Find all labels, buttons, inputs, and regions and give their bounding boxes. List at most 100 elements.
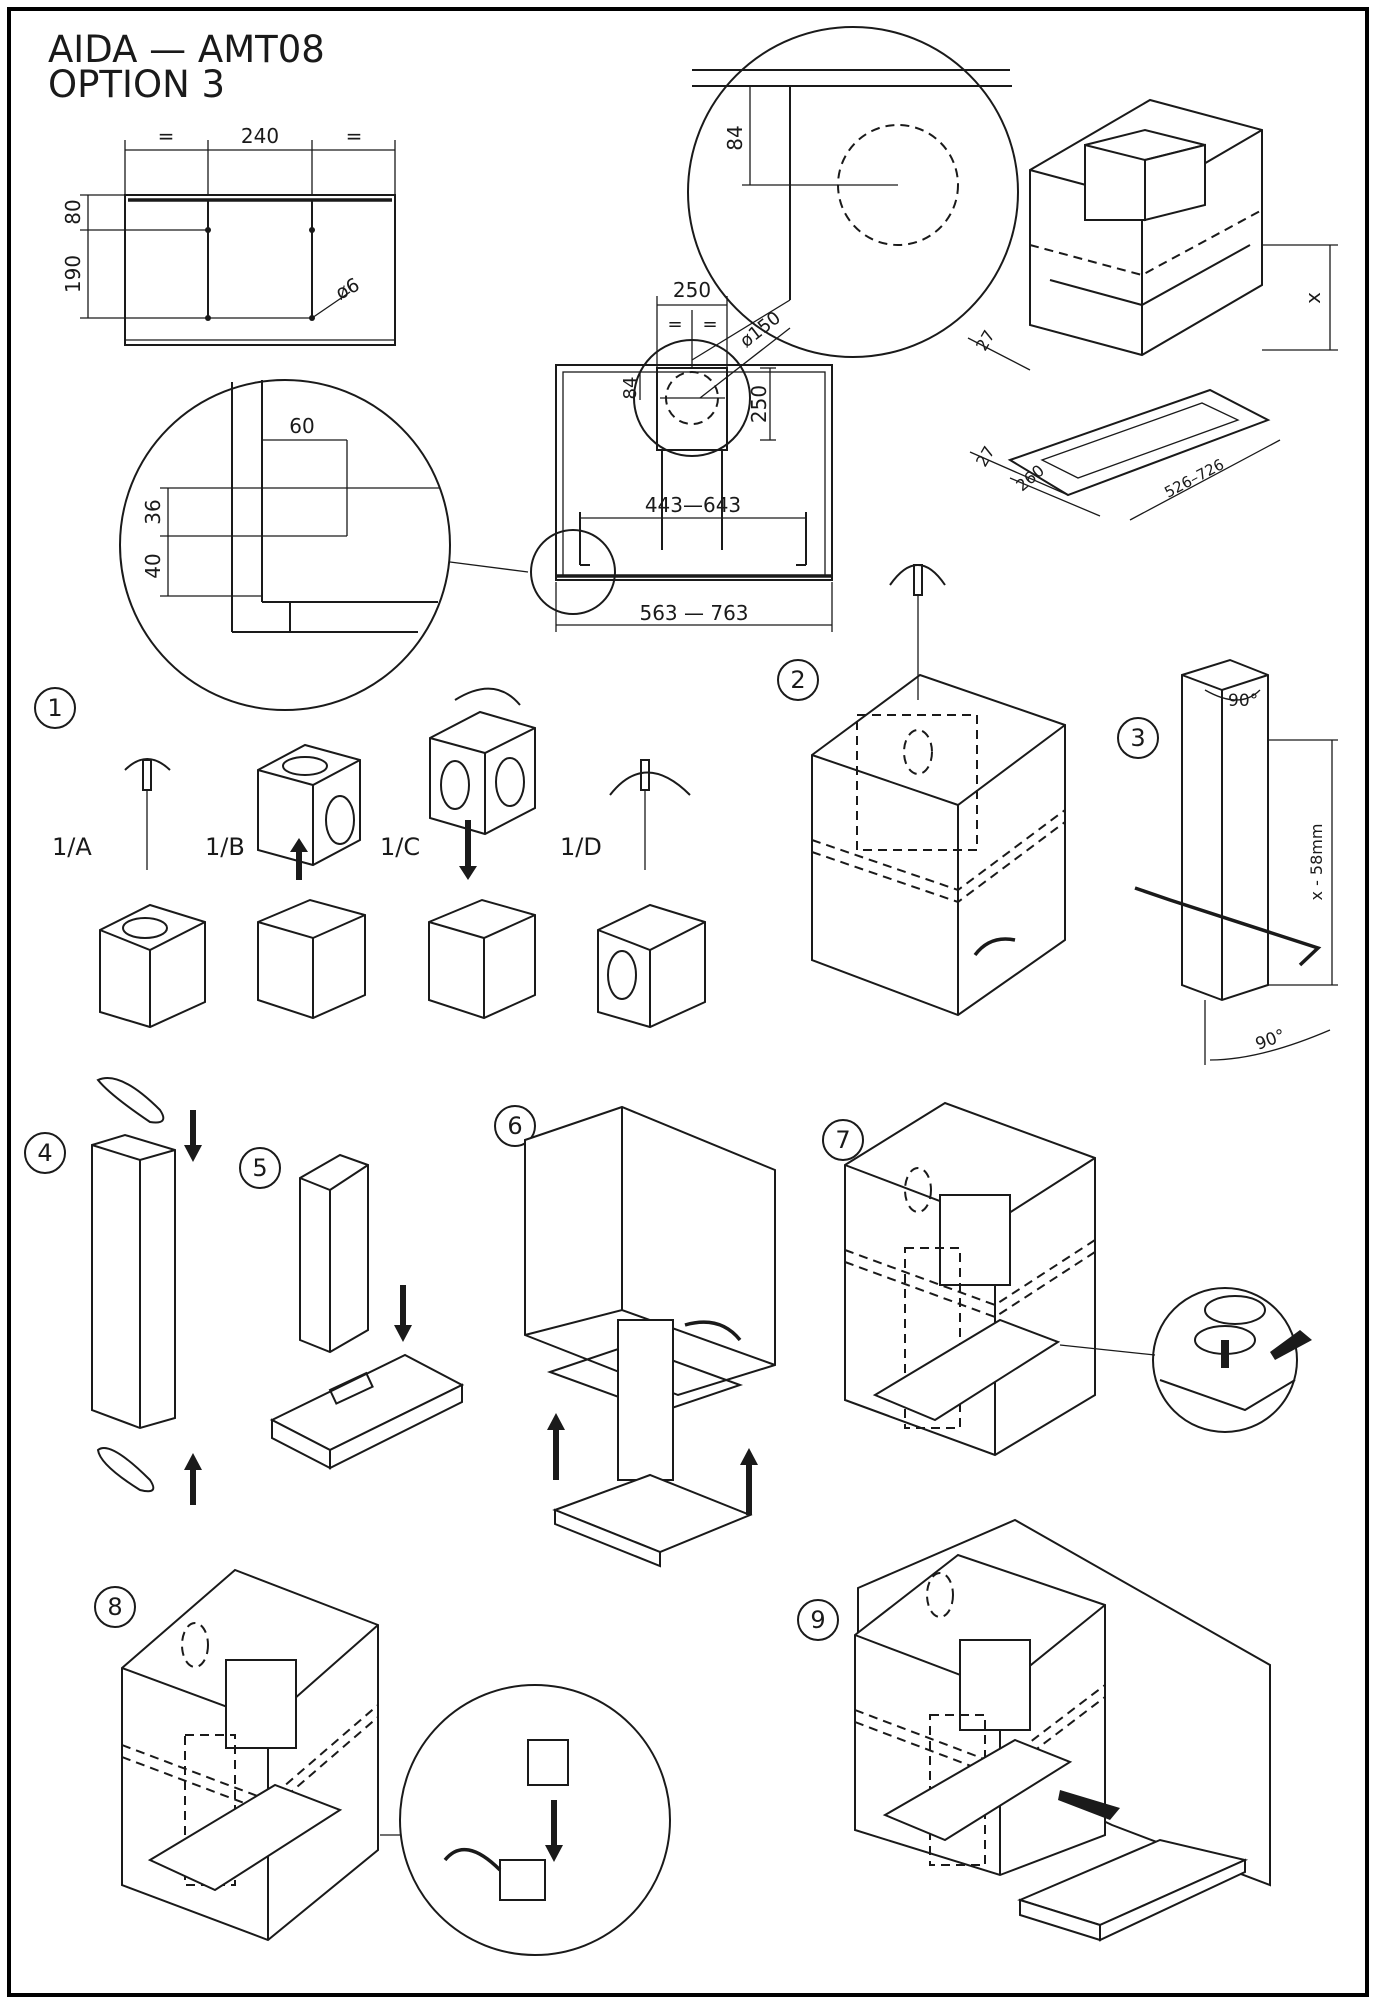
dim-526-726: 526–726 [1161,455,1227,501]
dim-equal-right: = [346,124,363,148]
step-3-number: 3 [1130,724,1145,752]
step-2-number: 2 [790,666,805,694]
detail-callout [399,1684,671,1956]
connector-icon [499,1859,546,1901]
step-1d-label: 1/D [560,833,602,861]
detail-circle-corner: 60 36 40 [119,379,529,711]
mounting-plate-diagram: = 240 = 80 190 ø6 [61,124,396,346]
step-5-number: 5 [252,1154,267,1182]
step-6-number: 6 [507,1112,522,1140]
cabinet-front [555,364,833,581]
front-view-diagram: 250 = = ø150 84 250 443—643 563 — 763 [530,278,833,632]
dim-equal-left: = [158,124,175,148]
hood-body [552,1473,753,1554]
detail-circle-duct: 84 [687,26,1019,361]
step-4-number: 4 [37,1139,52,1167]
rotate-arrow-icon [454,687,521,706]
clip-icon [96,1077,165,1124]
rotate-arrow-icon [609,771,691,796]
cutout-board [1007,388,1271,497]
dim-27-top: 27 [972,327,999,354]
dim-240: 240 [241,124,279,148]
screwdriver-icon [142,759,152,791]
dim-hole-diameter: ø6 [332,274,363,305]
dim-84-detail: 84 [723,125,747,150]
plate-outline [124,194,396,346]
dim-250-width: 250 [673,278,711,302]
detail-callout [633,339,751,457]
arrow-up-icon [547,1413,565,1480]
detail-callout [1152,1287,1298,1433]
step-8-number: 8 [107,1593,122,1621]
step-4: 4 [24,1077,202,1505]
dim-60: 60 [289,414,314,438]
dim-equal-b: = [702,314,717,335]
motor-box-1c [428,687,536,1020]
step-6: 6 [494,1105,776,1568]
cabinet-step-8 [121,1568,379,1942]
step-badge [822,1119,864,1161]
dim-190: 190 [61,255,85,293]
duct-piece [91,1133,176,1430]
arrow-down-icon [394,1285,412,1342]
dim-36: 36 [141,499,165,524]
dim-40: 40 [141,553,165,578]
step-7: 7 [822,1101,1312,1457]
step-1c-label: 1/C [380,833,420,861]
arrow-down-icon [184,1110,202,1162]
step-5: 5 [239,1147,465,1470]
connector-icon [527,1739,569,1786]
motor-box-1d [597,759,706,1029]
step-2: 2 [777,564,1066,1017]
hood-body [147,1783,343,1892]
step-badge [494,1105,536,1147]
cabinet-step-2 [811,673,1066,1017]
step-9: 9 [797,1518,1271,1942]
arrow-up-icon [290,838,308,880]
dim-443-643: 443—643 [645,493,741,517]
step-9-number: 9 [810,1606,825,1634]
detail-callout [530,529,616,615]
arrow-up-icon [740,1448,758,1515]
dim-x-minus-58: x - 58mm [1307,824,1326,901]
rotate-arrow-icon [889,564,946,586]
motor-box [656,367,728,451]
angle-90-top: 90° [1228,691,1258,711]
arrow-down-icon [545,1800,563,1862]
motor-box-1b [257,743,366,1020]
arrow-icon [1058,1790,1120,1820]
arrow-down-icon [459,820,477,880]
step-badge [94,1586,136,1628]
step-badge [239,1147,281,1189]
arrow-up-icon [184,1453,202,1505]
dim-x: x [1301,292,1325,304]
step-badge [24,1132,66,1174]
step-badge [777,659,819,701]
step-1-number: 1 [47,694,62,722]
duct-piece [299,1153,369,1354]
angle-90-bottom: 90° [1253,1026,1288,1055]
sheet-border [7,7,1369,1997]
step-3: 3 90° 90° x - 58mm [1117,658,1338,1065]
iso-cabinet-diagram: x 27 27 260 526–726 [967,98,1338,521]
dim-80: 80 [61,199,85,224]
step-1: 1 1/A 1/B 1/C 1/D [34,687,706,1029]
screwdriver-icon [913,564,923,596]
screw-hole-icon [309,227,315,233]
hood-body [882,1738,1073,1842]
step-1b-label: 1/B [205,833,245,861]
dim-equal-a: = [667,314,682,335]
hood-body [872,1318,1061,1422]
duct-cover-step-3 [1181,658,1269,1002]
arrow-icon [1270,1330,1312,1360]
dim-250-height: 250 [747,385,771,423]
dim-27-bottom: 27 [972,443,999,470]
dim-84-front: 84 [620,377,641,400]
step-7-number: 7 [835,1126,850,1154]
dim-563-763: 563 — 763 [639,601,748,625]
step-1a-label: 1/A [52,833,92,861]
step-badge [1117,717,1159,759]
step-badge [34,687,76,729]
motor-box-1a [99,758,206,1029]
